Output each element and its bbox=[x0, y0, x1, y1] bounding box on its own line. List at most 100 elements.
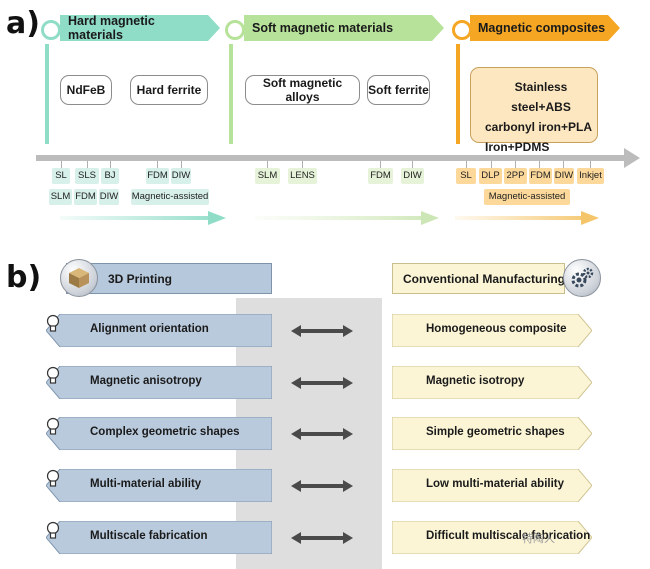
tick bbox=[110, 161, 111, 169]
left-row-label: Complex geometric shapes bbox=[90, 426, 240, 438]
material-ndfeb: NdFeB bbox=[60, 75, 112, 105]
lightbulb-icon bbox=[46, 469, 60, 487]
lightbulb-icon bbox=[46, 314, 60, 332]
lightbulb-icon bbox=[46, 417, 60, 435]
hard-magnetic-header: Hard magnetic materials bbox=[60, 14, 220, 42]
material-label: Stainless steel+ABS bbox=[511, 80, 571, 114]
right-row-label: Simple geometric shapes bbox=[426, 426, 565, 438]
tag-slm: SLM bbox=[49, 189, 72, 205]
tag-fdm: FDM bbox=[74, 189, 97, 205]
right-row-3: Simple geometric shapes bbox=[392, 417, 592, 450]
right-row-label: Low multi-material ability bbox=[426, 478, 565, 490]
tick bbox=[267, 161, 268, 169]
left-row-5: Multiscale fabrication bbox=[46, 521, 272, 554]
tag-fdm: FDM bbox=[368, 168, 393, 184]
right-row-label: Difficult multiscale fabrication bbox=[426, 530, 591, 542]
composites-header: Magnetic composites bbox=[470, 15, 620, 41]
left-row-label: Multiscale fabrication bbox=[90, 530, 208, 542]
tag-sls: SLS bbox=[75, 168, 99, 184]
hard-magnetic-line bbox=[45, 44, 49, 144]
panel-a-label: a) bbox=[6, 6, 40, 41]
tag-magnetic-assisted: Magnetic-assisted bbox=[484, 189, 570, 205]
timeline-axis bbox=[36, 155, 626, 161]
tick bbox=[491, 161, 492, 169]
tag-diw: DIW bbox=[401, 168, 424, 184]
soft-magnetic-marker-icon bbox=[225, 20, 245, 40]
left-row-label: Multi-material ability bbox=[90, 478, 202, 490]
material-label: Iron+PDMS bbox=[485, 140, 550, 154]
left-row-1: Alignment orientation bbox=[46, 314, 272, 347]
hard-magnetic-trend-arrow-icon bbox=[60, 211, 226, 225]
tick bbox=[181, 161, 182, 169]
tag-sl: SL bbox=[52, 168, 70, 184]
tag-fdm: FDM bbox=[529, 168, 552, 184]
tick bbox=[61, 161, 62, 169]
tick bbox=[302, 161, 303, 169]
hard-magnetic-marker-icon bbox=[41, 20, 61, 40]
tag-diw: DIW bbox=[99, 189, 119, 205]
right-row-label: Magnetic isotropy bbox=[426, 375, 525, 387]
3d-printing-title: 3D Printing bbox=[108, 272, 173, 286]
panel-b-label: b) bbox=[6, 260, 42, 295]
tag-2pp: 2PP bbox=[504, 168, 527, 184]
left-row-4: Multi-material ability bbox=[46, 469, 272, 502]
tag-magnetic-assisted: Magnetic-assisted bbox=[131, 189, 209, 205]
tag-inkjet: Inkjet bbox=[577, 168, 604, 184]
material-label: carbonyl iron+PLA bbox=[485, 120, 593, 134]
timeline-arrow-head-icon bbox=[624, 148, 640, 168]
double-arrow-icon bbox=[291, 325, 353, 337]
tag-lens: LENS bbox=[288, 168, 317, 184]
tick bbox=[539, 161, 540, 169]
soft-magnetic-header: Soft magnetic materials bbox=[244, 15, 444, 41]
double-arrow-icon bbox=[291, 532, 353, 544]
double-arrow-icon bbox=[291, 428, 353, 440]
left-row-2: Magnetic anisotropy bbox=[46, 366, 272, 399]
hard-magnetic-title: Hard magnetic materials bbox=[68, 14, 155, 42]
tick bbox=[590, 161, 591, 169]
soft-magnetic-line bbox=[229, 44, 233, 144]
material-label: Soft ferrite bbox=[368, 83, 429, 97]
left-row-label: Alignment orientation bbox=[90, 323, 209, 335]
material-label: Hard ferrite bbox=[136, 83, 202, 97]
3d-printer-icon bbox=[60, 259, 98, 297]
tag-dlp: DLP bbox=[479, 168, 502, 184]
right-row-4: Low multi-material ability bbox=[392, 469, 592, 502]
right-row-label: Homogeneous composite bbox=[426, 323, 567, 335]
conventional-header bbox=[392, 263, 565, 294]
tick bbox=[412, 161, 413, 169]
right-row-2: Magnetic isotropy bbox=[392, 366, 592, 399]
left-row-label: Magnetic anisotropy bbox=[90, 375, 202, 387]
material-hard-ferrite: Hard ferrite bbox=[130, 75, 208, 105]
conventional-title: Conventional Manufacturing bbox=[403, 272, 565, 286]
double-arrow-icon bbox=[291, 480, 353, 492]
material-composites-box: Stainless steel+ABS carbonyl iron+PLA Ir… bbox=[470, 67, 598, 154]
composites-line bbox=[456, 44, 460, 144]
material-soft-magnetic-alloys: Soft magnetic alloys bbox=[245, 75, 360, 105]
composites-trend-arrow-icon bbox=[455, 211, 599, 225]
tag-fdm: FDM bbox=[146, 168, 169, 184]
3d-printing-header bbox=[66, 263, 272, 294]
tick bbox=[87, 161, 88, 169]
material-soft-ferrite: Soft ferrite bbox=[367, 75, 430, 105]
material-label: Soft magnetic alloys bbox=[262, 76, 343, 104]
composites-title: Magnetic composites bbox=[478, 21, 606, 35]
composites-marker-icon bbox=[452, 20, 472, 40]
lightbulb-icon bbox=[46, 521, 60, 539]
watermark: 特陶人 bbox=[522, 533, 555, 545]
double-arrow-icon bbox=[291, 377, 353, 389]
tick bbox=[380, 161, 381, 169]
material-label: NdFeB bbox=[66, 83, 106, 97]
tick bbox=[515, 161, 516, 169]
soft-magnetic-trend-arrow-icon bbox=[255, 211, 439, 225]
lightbulb-icon bbox=[46, 366, 60, 384]
tick bbox=[157, 161, 158, 169]
tick bbox=[563, 161, 564, 169]
soft-magnetic-title: Soft magnetic materials bbox=[252, 21, 394, 35]
tag-diw: DIW bbox=[554, 168, 574, 184]
gears-icon bbox=[563, 259, 601, 297]
tag-diw: DIW bbox=[171, 168, 191, 184]
tag-sl: SL bbox=[456, 168, 476, 184]
tick bbox=[466, 161, 467, 169]
tag-bj: BJ bbox=[101, 168, 119, 184]
tag-slm: SLM bbox=[255, 168, 280, 184]
